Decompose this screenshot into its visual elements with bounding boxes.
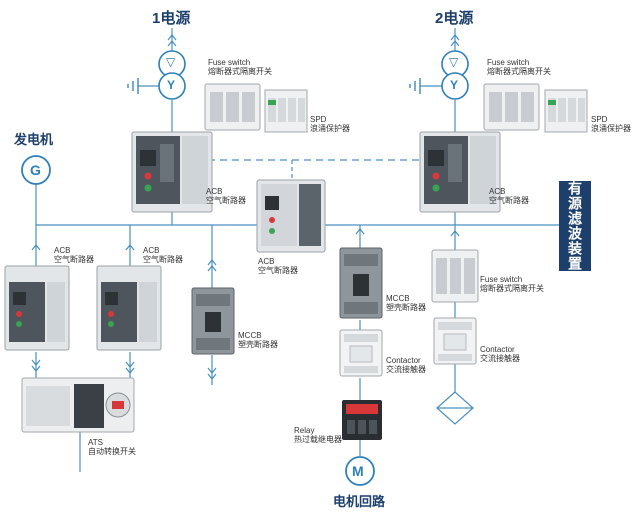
acb-device-5 <box>96 265 162 351</box>
capacitor-bank-icon <box>436 391 474 425</box>
contactor-device-1 <box>339 329 383 377</box>
acb-device-1 <box>131 131 213 213</box>
acb-device-4 <box>4 265 70 351</box>
transformer-1 <box>158 50 186 100</box>
ats-device <box>21 377 135 433</box>
transformer-2-wye-icon: Y <box>450 78 459 92</box>
spd-device-1 <box>264 89 308 133</box>
source-1-heading: 1电源 <box>152 10 191 27</box>
transformer-1-wye-icon: Y <box>167 78 176 92</box>
fuse-switch-device-3 <box>431 249 479 303</box>
acb-device-2 <box>419 131 501 213</box>
active-filter-label: 有源滤波装置 <box>559 181 591 271</box>
relay-device <box>342 400 382 440</box>
transformer-2-delta-icon: ▽ <box>449 55 459 69</box>
acb-device-3 <box>256 179 326 253</box>
motor-circuit-heading: 电机回路 <box>333 494 386 509</box>
generator-heading: 发电机 <box>14 132 54 147</box>
mccb-device-1 <box>191 287 235 355</box>
contactor-device-2 <box>433 317 477 365</box>
source-2-heading: 2电源 <box>435 10 474 27</box>
mccb-device-2 <box>339 247 383 319</box>
ground-symbol-right <box>409 78 421 94</box>
motor-icon: M <box>352 463 364 479</box>
motor-circle <box>345 456 375 486</box>
fuse-switch-device-1 <box>204 83 261 131</box>
generator-icon: G <box>30 162 41 178</box>
spd-device-2 <box>544 89 588 133</box>
transformer-2 <box>441 50 469 100</box>
ground-symbol-left <box>127 78 139 94</box>
fuse-switch-device-2 <box>483 83 540 131</box>
flow-arrows <box>31 34 460 380</box>
generator-circle <box>21 155 51 185</box>
transformer-1-delta-icon: ▽ <box>166 55 176 69</box>
